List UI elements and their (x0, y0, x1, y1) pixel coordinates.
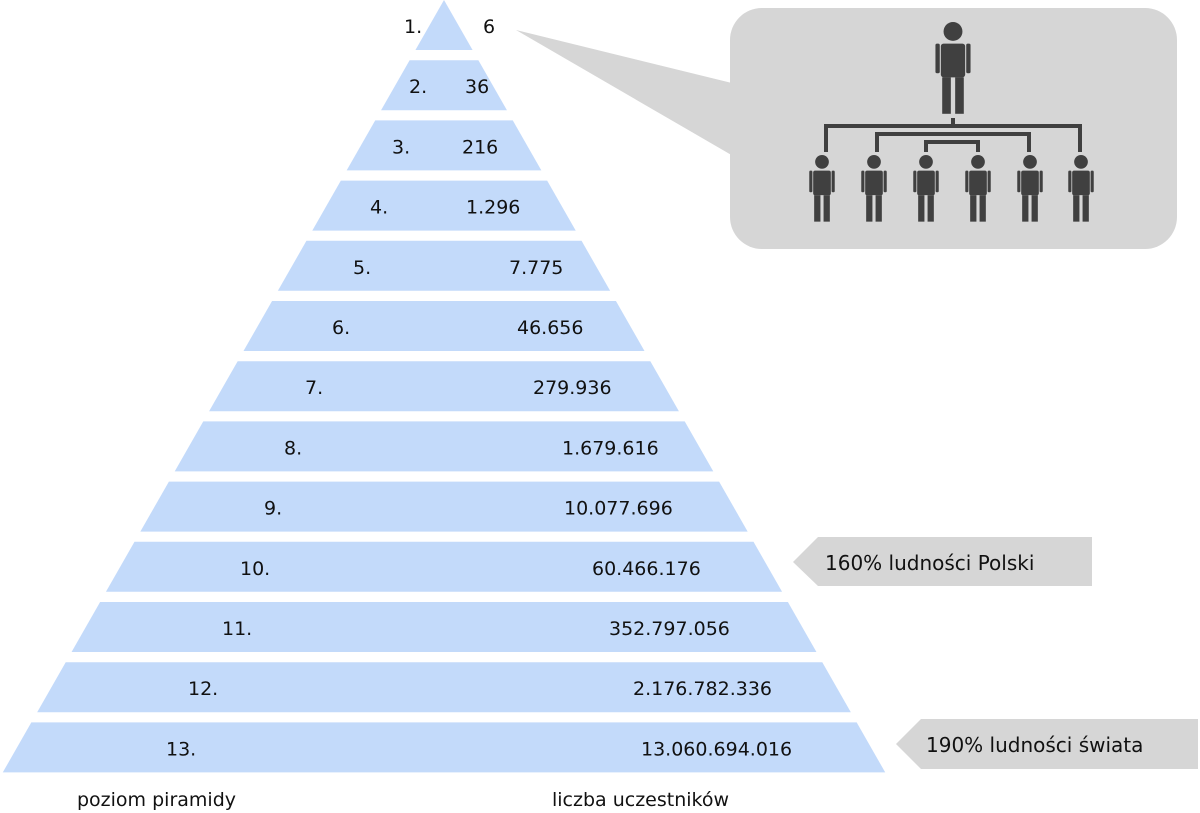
pyramid-level-label: 4. (370, 197, 388, 219)
callout-world-arrow (896, 719, 1198, 769)
pyramid-level-label: 12. (188, 678, 218, 700)
pyramid-level-label: 2. (409, 76, 427, 98)
pyramid-level-label: 10. (240, 558, 270, 580)
child-person-icon (965, 155, 991, 222)
child-person-icon (1017, 155, 1043, 222)
pyramid-band (37, 662, 851, 713)
pyramid-count-label: 279.936 (533, 377, 612, 399)
pyramid-band (381, 60, 507, 111)
pyramid-count-label: 36 (465, 76, 489, 98)
pyramid-count-label: 216 (462, 136, 498, 158)
callout-world-text: 190% ludności świata (926, 733, 1143, 757)
pyramid-level-label: 5. (353, 257, 371, 279)
pyramid-band (277, 240, 611, 291)
pyramid-level-label: 1. (404, 16, 422, 38)
pyramid-count-label: 2.176.782.336 (633, 678, 772, 700)
hierarchy-connectors (824, 118, 1082, 152)
caption-level: poziom piramidy (77, 789, 236, 811)
child-person-icon (861, 155, 887, 222)
pyramid-level-label: 8. (284, 437, 302, 459)
pyramid-band (346, 120, 542, 171)
pyramid-count-label: 10.077.696 (564, 498, 673, 520)
pyramid-band (312, 180, 576, 231)
pyramid-count-label: 6 (483, 16, 495, 38)
pyramid-level-label: 7. (305, 377, 323, 399)
pyramid-band (209, 361, 679, 412)
pyramid-bands: 1. 6 2. 36 3. 216 4. 1.296 5. 7.775 6. 46.656 7. 279.… (2, 0, 886, 773)
callout-poland-arrow (793, 537, 1092, 586)
pyramid-count-label: 46.656 (517, 317, 583, 339)
hierarchy-callout (516, 8, 1177, 249)
pyramid-band (140, 481, 748, 532)
child-person-icon (1068, 155, 1094, 222)
pyramid-level-label: 13. (166, 738, 196, 760)
callout-poland: 160% ludności Polski (793, 537, 1092, 586)
caption-count: liczba uczestników (552, 789, 729, 811)
pyramid-count-label: 60.466.176 (592, 558, 701, 580)
pyramid-band (174, 421, 714, 472)
org-hierarchy-icon (809, 22, 1094, 222)
pyramid-level-label: 6. (332, 317, 350, 339)
hierarchy-callout-pointer (516, 30, 740, 160)
pyramid-count-label: 352.797.056 (609, 618, 730, 640)
pyramid-level-label: 9. (264, 498, 282, 520)
pyramid-band (2, 722, 886, 773)
child-person-icon (913, 155, 939, 222)
pyramid-count-label: 1.296 (466, 197, 520, 219)
callout-poland-text: 160% ludności Polski (825, 551, 1034, 575)
pyramid-level-label: 3. (392, 136, 410, 158)
pyramid-count-label: 13.060.694.016 (641, 738, 792, 760)
child-person-icon (809, 155, 835, 222)
pyramid-band (415, 0, 473, 50)
pyramid-count-label: 1.679.616 (562, 437, 659, 459)
pyramid-count-label: 7.775 (509, 257, 563, 279)
pyramid-band (105, 541, 783, 592)
parent-person-icon (935, 22, 971, 114)
hierarchy-callout-box (730, 8, 1177, 249)
callout-world: 190% ludności świata (896, 719, 1198, 769)
pyramid-band (243, 301, 645, 351)
pyramid-band (71, 602, 817, 652)
pyramid-level-label: 11. (222, 618, 252, 640)
